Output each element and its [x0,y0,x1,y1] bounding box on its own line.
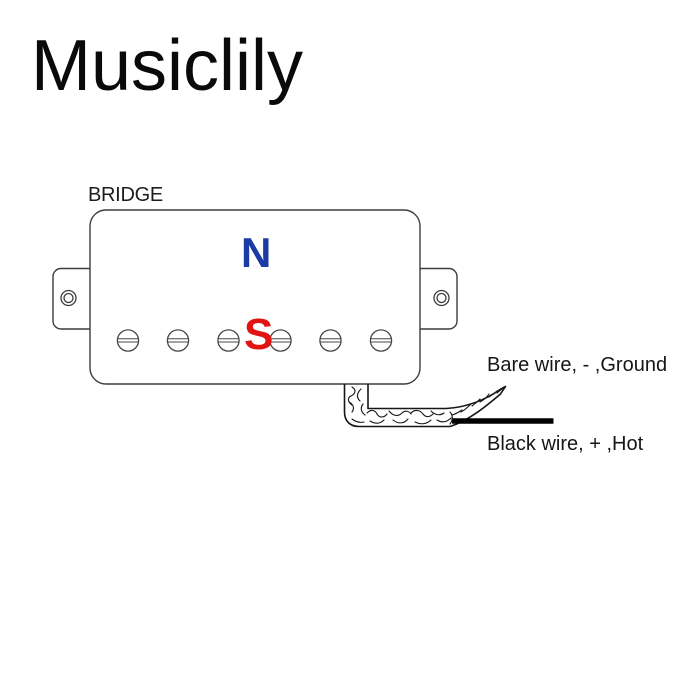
north-pole-label: N [241,229,272,276]
brand-logo-text: Musiclily [31,26,304,106]
mounting-screw-hole-left-inner [63,292,74,304]
pickup-body [89,209,421,385]
mounting-screw-holes [60,289,450,307]
braided-shield-wire [343,384,507,428]
pole-piece [269,329,292,352]
pole-piece [319,329,342,352]
pole-piece [166,329,190,352]
pole-piece [217,329,240,352]
south-pole-label: S [244,310,274,359]
black-wire-label: Black wire, + ,Hot [487,433,644,455]
mounting-screw-hole-right-inner [436,292,447,304]
pole-piece [369,329,393,352]
braid-outline [343,384,507,428]
mounting-screw-hole-right-outer [433,289,450,307]
pole-pieces [116,329,393,352]
pickup-position-label: BRIDGE [88,184,163,206]
bare-wire-label: Bare wire, - ,Ground [487,354,668,376]
braid-texture [347,386,504,425]
pole-piece [116,329,140,352]
mounting-screw-hole-left-outer [60,289,77,307]
